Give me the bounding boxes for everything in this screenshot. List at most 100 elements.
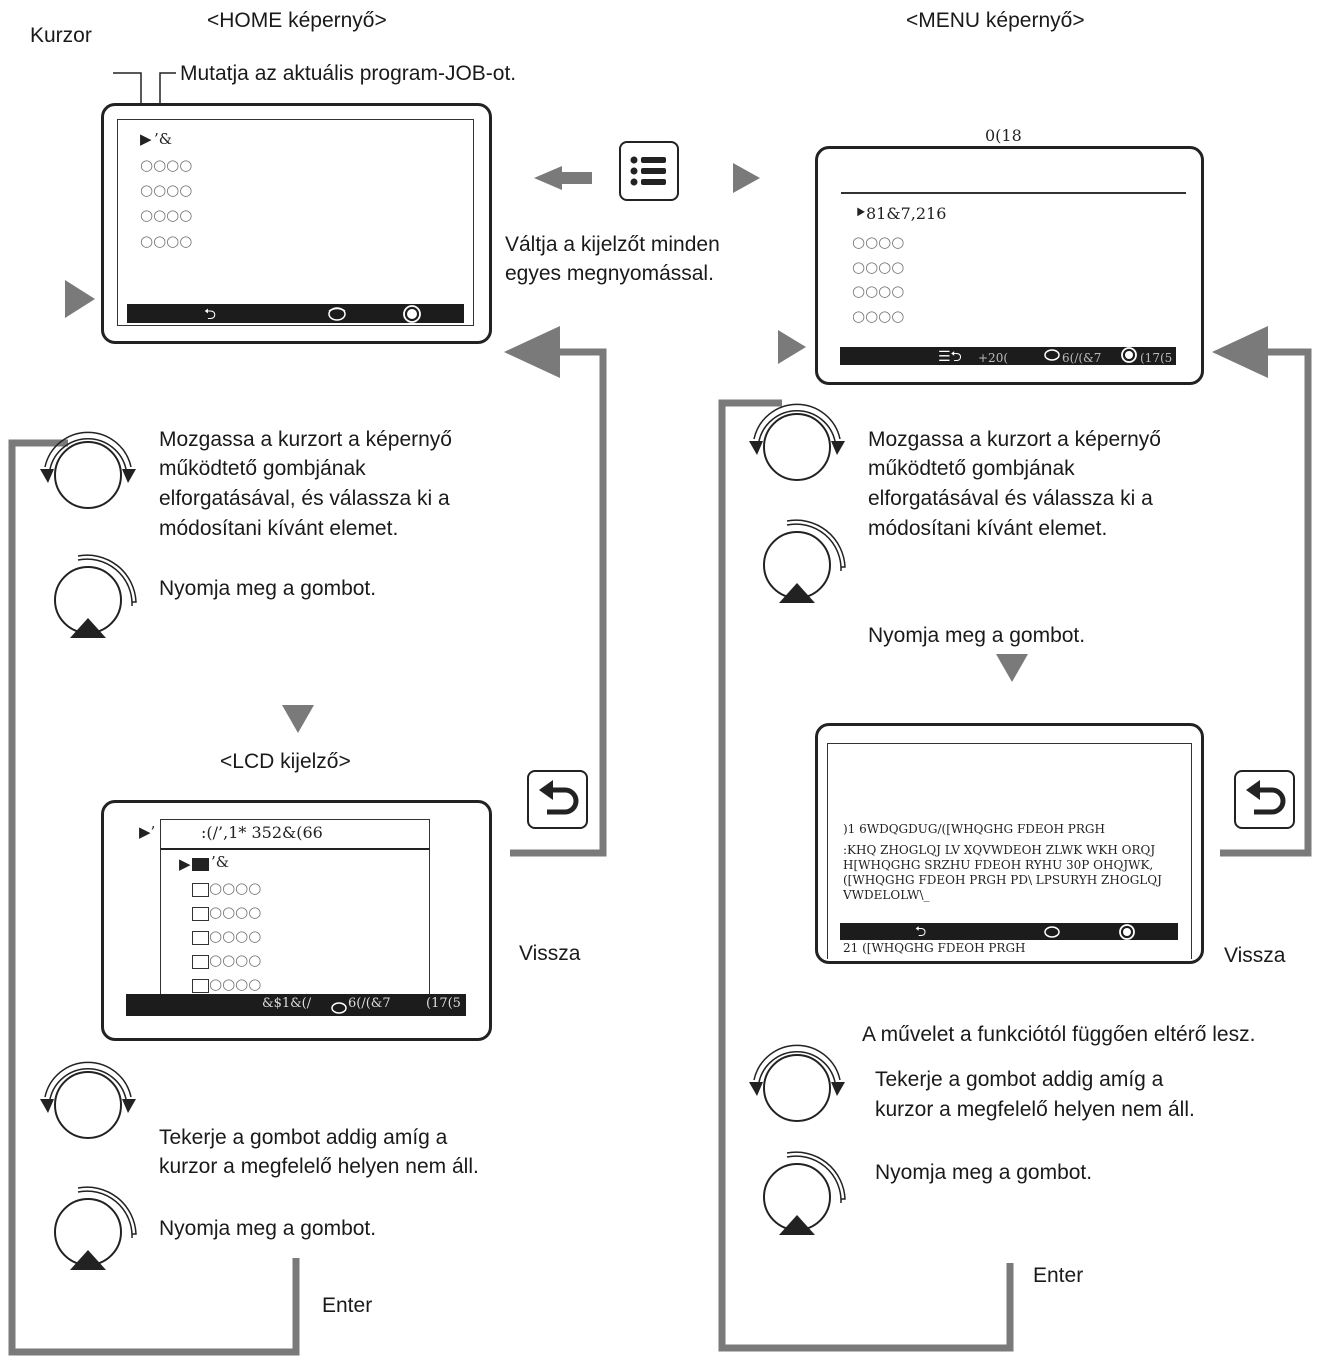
detail-back-softkey-icon: ⮌ <box>915 923 927 939</box>
menu-screen: ⯈ 81&7,216 ○○○○ ○○○○ ○○○○ ○○○○ ☰⮌ +20( 6… <box>815 146 1204 385</box>
function-note: A művelet a funkciótól függően eltérő le… <box>862 1023 1256 1046</box>
menu-row-2: ○○○○ <box>852 258 905 276</box>
right-loop-line <box>718 399 1014 1352</box>
menu-screen-title: <MENU képernyő> <box>906 9 1085 32</box>
detail-softkey-glyphs <box>1044 924 1135 940</box>
menu-softkey-bar: ☰⮌ +20( 6(/(&7 (17(5 <box>840 347 1176 365</box>
back-label-left: Vissza <box>519 942 581 965</box>
detail-display: )1 6WDQGDUG/([WHQGHG FDEOH PRGH :KHQ ZHO… <box>827 743 1192 959</box>
to-menu-arrow <box>733 163 760 193</box>
to-home-arrow <box>534 166 592 190</box>
list-softkey-icon: ☰⮌ <box>938 348 962 364</box>
detail-footer: 21 ([WHQGHG FDEOH PRGH <box>843 941 1026 955</box>
menu-softkey-glyphs <box>1044 347 1137 363</box>
right-back-line <box>1220 348 1312 857</box>
right-press-text: Nyomja meg a gombot. <box>868 624 1086 647</box>
right-turn-line-4: módosítani kívánt elemet. <box>868 517 1108 540</box>
home-screen-display: ▶ ’& ○○○○ ○○○○ ○○○○ ○○○○ ⮌ <box>117 119 474 326</box>
home-row-3: ○○○○ <box>140 206 193 224</box>
lcd-list-cursor: ▶ <box>179 855 191 873</box>
right-turn-line-3: elforgatásával és válassza ki a <box>868 487 1153 510</box>
detail-line-1: )1 6WDQGDUG/([WHQGHG FDEOH PRGH <box>843 822 1105 836</box>
right-turn2-line-1: Tekerje a gombot addig amíg a <box>875 1068 1164 1091</box>
lcd-softkey-glyphs <box>331 1002 347 1014</box>
down-arrow-left <box>282 705 314 733</box>
right-back-arrowhead <box>1212 326 1268 378</box>
menu-bar-text-2: 6(/(&7 <box>1062 351 1102 365</box>
lcd-row-5: ○○○○ <box>209 975 262 993</box>
detail-softkey-bar: ⮌ <box>840 923 1178 940</box>
detail-line-4: ([WHQGHG FDEOH PRGH PD\ LPSURYH ZHOGLQJ <box>843 873 1162 887</box>
menu-row-4: ○○○○ <box>852 307 905 325</box>
lcd-first-item: ’& <box>211 853 230 871</box>
menu-header-divider <box>841 192 1186 194</box>
lcd-row-3: ○○○○ <box>209 927 262 945</box>
home-row-1: ○○○○ <box>140 156 193 174</box>
lcd-cursor: ▶’ <box>139 823 156 841</box>
right-press2-text: Nyomja meg a gombot. <box>875 1161 1093 1184</box>
lcd-bar-text-2: 6(/(&7 <box>348 996 391 1011</box>
switch-desc-line-2: egyes megnyomással. <box>505 262 714 285</box>
lcd-checkbox-4[interactable] <box>192 931 209 945</box>
detail-screen: )1 6WDQGDUG/([WHQGHG FDEOH PRGH :KHQ ZHO… <box>815 723 1204 964</box>
menu-screen-pointer <box>778 330 806 364</box>
left-back-arrowhead <box>504 326 560 378</box>
left-back-line <box>510 348 607 857</box>
menu-row-3: ○○○○ <box>852 282 905 300</box>
down-arrow-right <box>996 654 1028 682</box>
lcd-checkbox-5[interactable] <box>192 955 209 969</box>
switch-desc-line-1: Váltja a kijelzőt minden <box>505 233 720 256</box>
enter-label-right: Enter <box>1033 1264 1084 1287</box>
menu-first-item: 81&7,216 <box>866 204 947 223</box>
menu-button[interactable] <box>619 141 679 201</box>
lcd-checkbox-1[interactable] <box>192 858 209 871</box>
home-row-4: ○○○○ <box>140 232 193 250</box>
home-screen-title: <HOME képernyő> <box>207 9 387 32</box>
home-screen: ▶ ’& ○○○○ ○○○○ ○○○○ ○○○○ ⮌ <box>101 103 492 344</box>
left-turn-line-3: elforgatásával, és válassza ki a <box>159 487 450 510</box>
left-turn-line-2: működtető gombjának <box>159 457 366 480</box>
left-turn-line-1: Mozgassa a kurzort a képernyő <box>159 428 452 451</box>
lcd-title: <LCD kijelző> <box>220 750 351 773</box>
cursor-label: Kurzor <box>30 24 92 47</box>
home-cursor: ▶ <box>140 130 152 148</box>
left-loop-line <box>8 439 300 1356</box>
right-turn-line-1: Mozgassa a kurzort a képernyő <box>868 428 1161 451</box>
menu-row-1: ○○○○ <box>852 233 905 251</box>
lcd-checkbox-3[interactable] <box>192 907 209 921</box>
lcd-list: ▶ ’& ○○○○ ○○○○ ○○○○ ○○○○ ○○○○ <box>160 849 430 994</box>
lcd-bar-text-3: (17(5 <box>426 996 461 1011</box>
detail-line-2: :KHQ ZHOGLQJ LV XQVWDEOH ZLWK WKH ORQJ <box>843 843 1156 857</box>
softkey-glyphs <box>328 305 421 323</box>
left-turn2-line-1: Tekerje a gombot addig amíg a <box>159 1126 448 1149</box>
home-job-text: ’& <box>154 130 173 148</box>
lcd-checkbox-6[interactable] <box>192 979 209 993</box>
back-button-right[interactable] <box>1234 770 1295 829</box>
detail-line-5: VWDELOLW\_ <box>843 888 930 902</box>
lcd-row-2: ○○○○ <box>209 903 262 921</box>
home-screen-pointer <box>65 280 95 318</box>
return-arrow-icon <box>1246 780 1286 815</box>
home-row-2: ○○○○ <box>140 181 193 199</box>
menu-bar-text-1: +20( <box>978 351 1009 365</box>
menu-cursor: ⯈ <box>854 203 867 222</box>
right-turn-line-2: működtető gombjának <box>868 457 1075 480</box>
left-turn2-line-2: kurzor a megfelelő helyen nem áll. <box>159 1155 479 1178</box>
lcd-screen: ▶’ :(/’,1* 352&(66 ▶ ’& ○○○○ ○○○○ ○○○○ ○… <box>101 800 492 1041</box>
lcd-softkey-bar: &$1&(/ 6(/(&7 (17(5 <box>126 994 466 1016</box>
menu-header: 0(18 <box>985 126 1022 145</box>
lcd-bar-text-1: &$1&(/ <box>262 996 312 1011</box>
menu-bar-text-3: (17(5 <box>1140 351 1173 365</box>
left-turn-line-4: módosítani kívánt elemet. <box>159 517 399 540</box>
lcd-row-1: ○○○○ <box>209 879 262 897</box>
left-press-text: Nyomja meg a gombot. <box>159 577 377 600</box>
back-button-left[interactable] <box>527 770 588 829</box>
back-label-right: Vissza <box>1224 944 1286 967</box>
lcd-checkbox-2[interactable] <box>192 883 209 897</box>
right-turn2-line-2: kurzor a megfelelő helyen nem áll. <box>875 1098 1195 1121</box>
return-arrow-icon <box>539 780 579 815</box>
home-softkey-bar: ⮌ <box>127 304 464 323</box>
lcd-title-text: :(/’,1* 352&(66 <box>201 823 323 842</box>
lcd-row-4: ○○○○ <box>209 951 262 969</box>
list-menu-icon <box>630 156 666 186</box>
